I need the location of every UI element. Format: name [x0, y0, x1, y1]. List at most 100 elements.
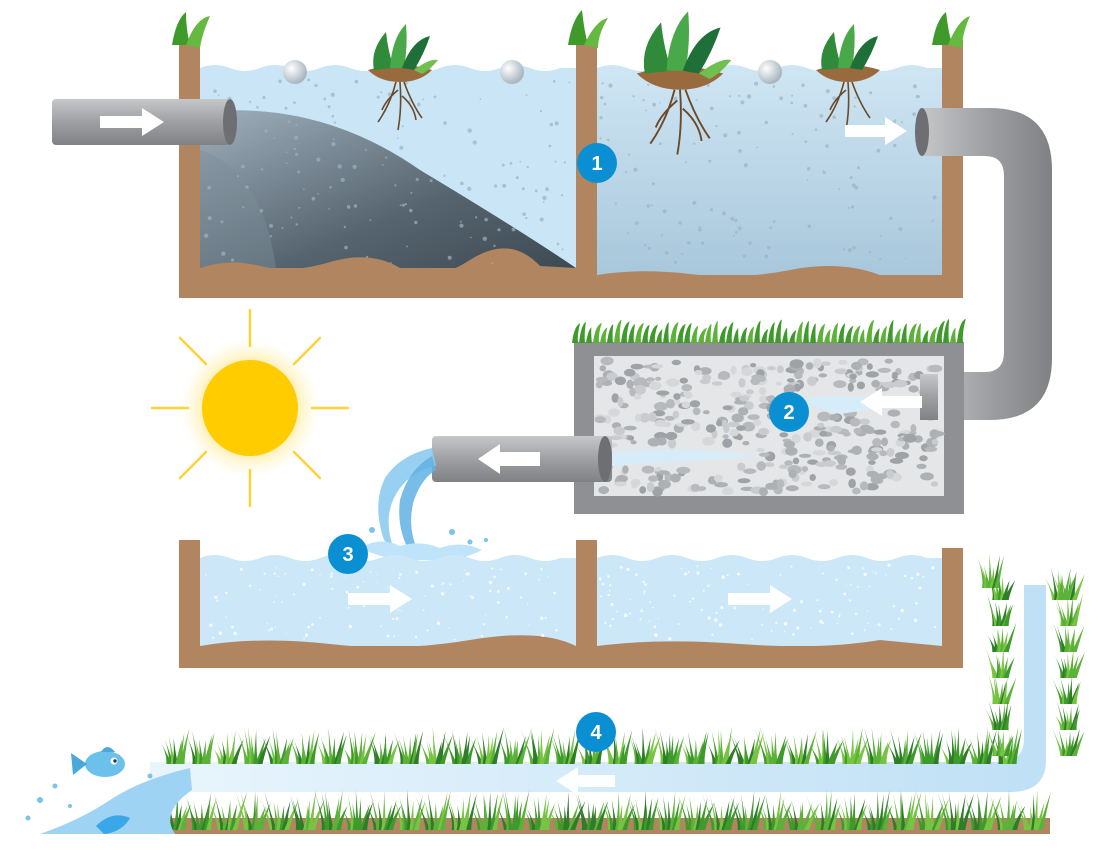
flow-arrow-icon: [100, 108, 164, 136]
grass-tuft: [884, 728, 922, 764]
grass-cover: [154, 554, 1085, 830]
grass-tuft: [782, 730, 817, 764]
grass-tuft: [287, 728, 320, 764]
grass-tuft: [314, 790, 348, 830]
plant-icon: [636, 11, 732, 155]
grass-tuft: [985, 646, 1015, 678]
flow-arrow-icon: [728, 585, 792, 613]
grass-cover: [572, 318, 966, 343]
grass-tuft: [234, 789, 271, 830]
grass-tuft: [779, 793, 820, 830]
grass-tuft: [520, 727, 555, 764]
gravel-filter-bed: [432, 318, 966, 514]
grass-tuft: [159, 728, 190, 764]
grass-tuft: [678, 730, 709, 764]
grass-tuft: [835, 727, 869, 764]
step-marker-2: 2: [769, 392, 809, 432]
outlet-pipe: [915, 108, 1052, 420]
grass-tuft: [963, 790, 1002, 830]
plant-tank-water: [597, 65, 942, 275]
plant-icon: [172, 10, 970, 48]
grass-tuft: [913, 729, 944, 764]
grass-tuft: [468, 726, 504, 764]
grass-tuft: [937, 790, 974, 830]
grass-tuft: [441, 729, 477, 764]
grass-tuft: [339, 729, 376, 764]
grass-tuft: [314, 727, 347, 764]
grass-tuft: [416, 727, 453, 764]
grass-tuft: [989, 789, 1026, 830]
grass-tuft: [468, 791, 504, 830]
grass-tuft: [833, 793, 868, 830]
step-marker-1: 1: [577, 143, 617, 183]
grass-tuft: [237, 726, 271, 764]
gravel-stones: [593, 356, 945, 497]
grass-tuft: [185, 792, 217, 830]
grass-tuft: [1052, 622, 1085, 652]
svg-text:2: 2: [783, 402, 794, 424]
grass-tuft: [414, 791, 451, 830]
grass-tuft: [985, 622, 1017, 652]
svg-text:4: 4: [590, 722, 602, 744]
grass-tuft: [755, 790, 793, 830]
grass-tuft: [258, 790, 299, 830]
grass-tuft: [206, 791, 248, 830]
grass-tuft: [988, 672, 1017, 704]
grass-tuft: [493, 789, 530, 830]
grass-tuft: [962, 727, 997, 764]
grass-tuft: [208, 730, 244, 764]
grass-tuft: [859, 727, 891, 764]
flow-arrow-icon: [478, 444, 540, 474]
grass-tuft: [1014, 789, 1051, 830]
grass-tuft: [1043, 567, 1077, 600]
grass-tuft: [600, 792, 635, 830]
plant-icon: [816, 24, 880, 131]
grass-tuft: [1055, 593, 1083, 626]
grass-tuft: [883, 789, 922, 830]
grass-tuft: [259, 728, 294, 764]
float-ball: [500, 60, 524, 84]
step-marker-4: 4: [576, 712, 616, 752]
tank-1-soil-frame: [179, 40, 963, 298]
grass-tuft: [805, 727, 844, 764]
grass-tuft: [652, 791, 686, 830]
grass-tuft: [677, 793, 715, 830]
grass-tuft: [393, 730, 424, 764]
plant-icon: [368, 24, 438, 131]
inlet-pipe: [52, 99, 237, 145]
grass-tuft: [728, 727, 765, 764]
grass-tuft: [729, 791, 766, 830]
svg-text:3: 3: [342, 544, 353, 566]
sludge-plume: [200, 110, 576, 269]
flow-arrow-icon: [860, 388, 922, 416]
grass-tuft: [987, 594, 1014, 626]
fish-icon: [71, 747, 125, 777]
grass-tuft: [977, 554, 1004, 588]
grass-tuft: [521, 793, 556, 830]
flow-arrow-icon: [845, 117, 907, 145]
water-splash-icon: [25, 768, 192, 834]
grass-tuft: [935, 726, 973, 764]
grass-tuft: [367, 733, 400, 764]
grass-tuft: [339, 789, 374, 830]
grass-tuft: [1051, 676, 1081, 704]
step-marker-3: 3: [328, 534, 368, 574]
grass-tuft: [654, 727, 685, 764]
flow-arrow-icon: [348, 585, 412, 613]
grass-tuft: [1054, 649, 1085, 678]
svg-text:1: 1: [591, 153, 602, 175]
grass-tuft: [987, 727, 1014, 756]
grass-tuft: [186, 730, 215, 764]
primary-tanks: [52, 10, 1052, 420]
float-ball: [283, 60, 307, 84]
grass-tuft: [754, 727, 788, 764]
grass-tuft: [1051, 699, 1080, 730]
flow-arrow-icon: [556, 767, 615, 795]
grass-tuft: [497, 729, 531, 764]
grass-tuft: [805, 789, 841, 830]
grass-tuft: [445, 790, 477, 830]
grass-tuft: [705, 726, 740, 764]
grass-tuft: [392, 789, 426, 830]
grass-tuft: [549, 727, 582, 764]
